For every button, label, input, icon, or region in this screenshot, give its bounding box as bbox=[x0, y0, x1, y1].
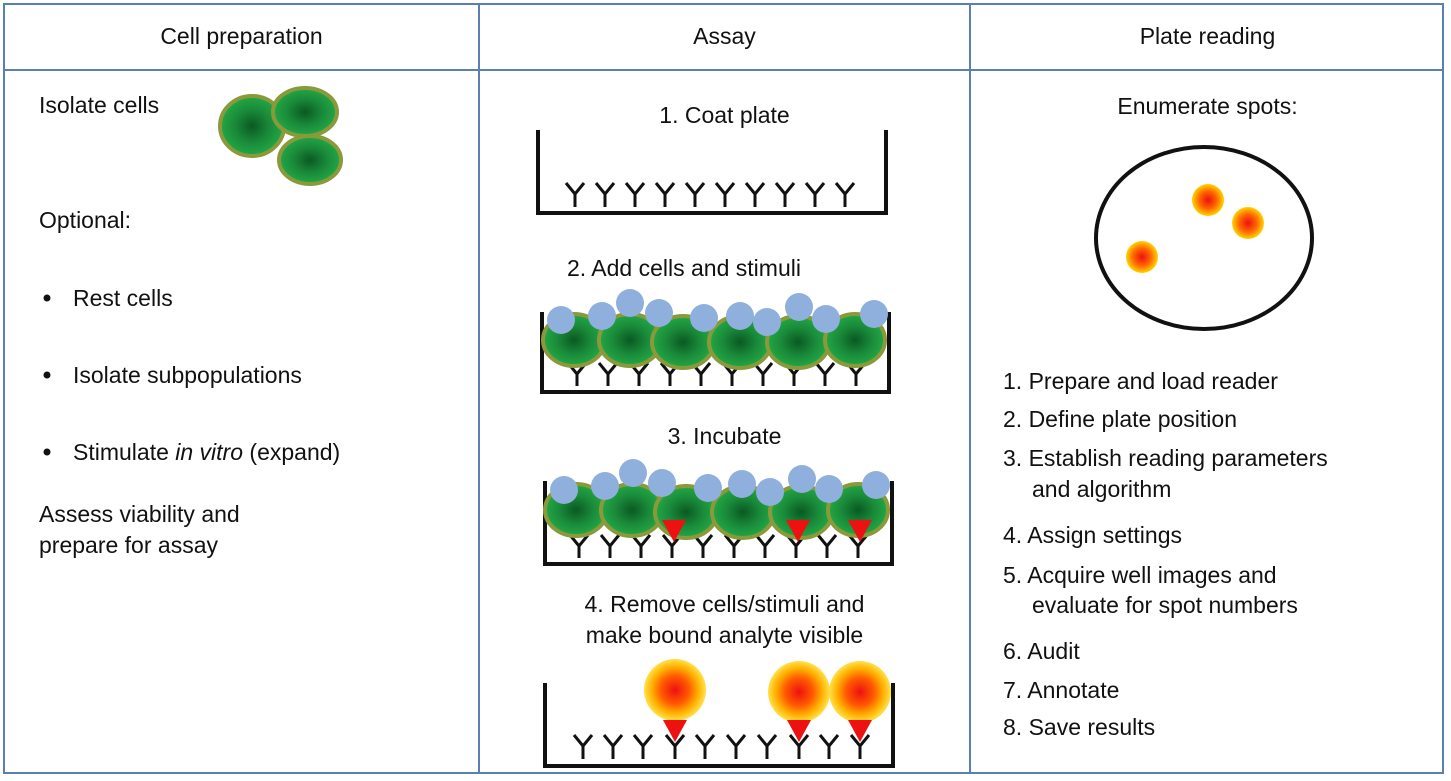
stimulus-particles bbox=[550, 459, 890, 506]
assay-step-4-line1: 4. Remove cells/stimuli and bbox=[584, 591, 865, 617]
isolated-cells-icon bbox=[218, 86, 343, 186]
assess-viability-line2: prepare for assay bbox=[39, 532, 218, 558]
isolate-cells-label: Isolate cells bbox=[39, 92, 160, 118]
stimulate-text: Stimulate bbox=[73, 439, 176, 465]
antibody-row-icon bbox=[564, 182, 856, 207]
bullet-dot bbox=[43, 371, 51, 379]
in-vitro-text: in vitro bbox=[175, 439, 244, 465]
column-header-cell-preparation: Cell preparation bbox=[160, 23, 323, 49]
reading-step-4: 4. Assign settings bbox=[1003, 522, 1182, 548]
reading-step-2: 2. Define plate position bbox=[1003, 406, 1237, 432]
analyte-spot-icons bbox=[644, 659, 891, 723]
reading-step-5-line2: evaluate for spot numbers bbox=[1032, 592, 1298, 618]
expand-text: (expand) bbox=[243, 439, 341, 465]
well-incubate bbox=[543, 459, 894, 566]
column-divider-2 bbox=[969, 3, 971, 774]
reading-step-8: 8. Save results bbox=[1003, 714, 1156, 740]
bullet-dot bbox=[43, 448, 51, 456]
antibody-row-icon bbox=[572, 734, 871, 759]
stimulus-particles bbox=[547, 289, 888, 336]
antibody-row-icon bbox=[568, 534, 869, 558]
secreted-analyte-markers bbox=[662, 520, 872, 542]
well-detection bbox=[543, 659, 895, 768]
bullet-rest-cells: Rest cells bbox=[73, 285, 173, 311]
enumerate-spots-heading: Enumerate spots: bbox=[1117, 93, 1298, 119]
well-image-icon bbox=[1094, 145, 1314, 331]
well-add-cells bbox=[540, 289, 891, 394]
assay-step-3: 3. Incubate bbox=[667, 423, 782, 449]
reading-step-7: 7. Annotate bbox=[1003, 677, 1120, 703]
reading-step-3-line2: and algorithm bbox=[1032, 476, 1172, 502]
reading-step-3-line1: 3. Establish reading parameters bbox=[1003, 445, 1328, 471]
reading-step-5-line1: 5. Acquire well images and bbox=[1003, 562, 1277, 588]
assay-step-1: 1. Coat plate bbox=[659, 102, 790, 128]
bound-analyte-markers bbox=[663, 720, 872, 742]
assess-viability-line1: Assess viability and bbox=[39, 501, 240, 527]
column-header-plate-reading: Plate reading bbox=[1139, 23, 1276, 49]
bullet-stimulate: Stimulate in vitro (expand) bbox=[73, 437, 340, 467]
well-coat-plate bbox=[536, 130, 888, 215]
optional-label: Optional: bbox=[39, 207, 132, 233]
reading-step-1: 1. Prepare and load reader bbox=[1003, 368, 1278, 394]
header-divider bbox=[3, 69, 1444, 71]
table-frame bbox=[3, 3, 1444, 774]
column-divider-1 bbox=[478, 3, 480, 774]
assay-step-2: 2. Add cells and stimuli bbox=[567, 255, 801, 281]
reading-step-6: 6. Audit bbox=[1003, 638, 1080, 664]
assay-step-4-line2: make bound analyte visible bbox=[585, 622, 864, 648]
column-header-assay: Assay bbox=[693, 23, 756, 49]
bullet-dot bbox=[43, 294, 51, 302]
bullet-isolate-subpopulations: Isolate subpopulations bbox=[73, 362, 302, 388]
antibody-row-icon bbox=[566, 362, 867, 386]
